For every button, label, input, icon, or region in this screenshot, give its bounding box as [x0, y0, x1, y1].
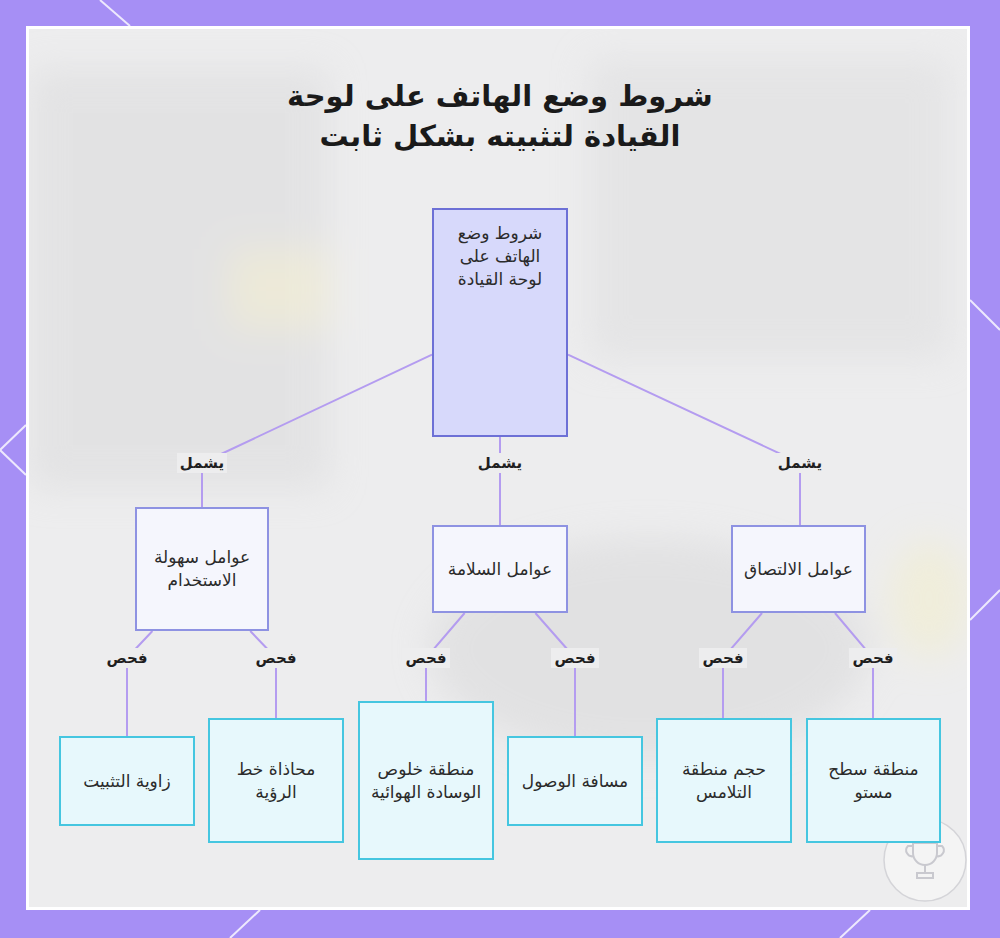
- node-text: عوامل الالتصاق: [744, 558, 853, 581]
- node-text: زاوية التثبيت: [83, 770, 171, 793]
- edge-label: فحص: [402, 648, 449, 668]
- check-box: زاوية التثبيت: [59, 736, 195, 826]
- edge-label: فحص: [699, 648, 746, 668]
- node-text: منطقة سطح مستو: [818, 758, 929, 804]
- edge-label: فحص: [103, 648, 150, 668]
- connector-line: [535, 613, 575, 736]
- connector-line: [202, 355, 432, 507]
- node-text: مسافة الوصول: [522, 770, 628, 793]
- edge-label: يشمل: [177, 453, 227, 473]
- edge-label: يشمل: [475, 453, 525, 473]
- connector-line: [250, 631, 276, 718]
- category-box: عوامل السلامة: [432, 525, 568, 613]
- check-box: مسافة الوصول: [507, 736, 643, 826]
- diagram-title: شروط وضع الهاتف على لوحة القيادة لتثبيته…: [250, 76, 750, 156]
- edge-label: يشمل: [775, 453, 825, 473]
- node-text: حجم منطقة التلامس: [668, 758, 780, 804]
- check-box: منطقة سطح مستو: [806, 718, 941, 843]
- root-box: شروط وضع الهاتف على لوحة القيادة: [432, 208, 568, 437]
- node-text: منطقة خلوص الوسادة الهوائية: [370, 758, 482, 804]
- category-box: عوامل الالتصاق: [731, 525, 866, 613]
- node-text: عوامل السلامة: [448, 558, 552, 581]
- edge-label: فحص: [551, 648, 598, 668]
- edge-label: فحص: [849, 648, 896, 668]
- category-box: عوامل سهولة الاستخدام: [135, 507, 269, 631]
- edge-label: فحص: [252, 648, 299, 668]
- check-box: حجم منطقة التلامس: [656, 718, 792, 843]
- connector-line: [127, 631, 152, 736]
- node-text: عوامل سهولة الاستخدام: [147, 546, 257, 592]
- connector-line: [568, 355, 800, 525]
- connector-line: [499, 437, 501, 525]
- node-text: محاذاة خط الرؤية: [220, 758, 332, 804]
- node-text: شروط وضع الهاتف على لوحة القيادة: [444, 222, 556, 291]
- check-box: محاذاة خط الرؤية: [208, 718, 344, 843]
- check-box: منطقة خلوص الوسادة الهوائية: [358, 701, 494, 860]
